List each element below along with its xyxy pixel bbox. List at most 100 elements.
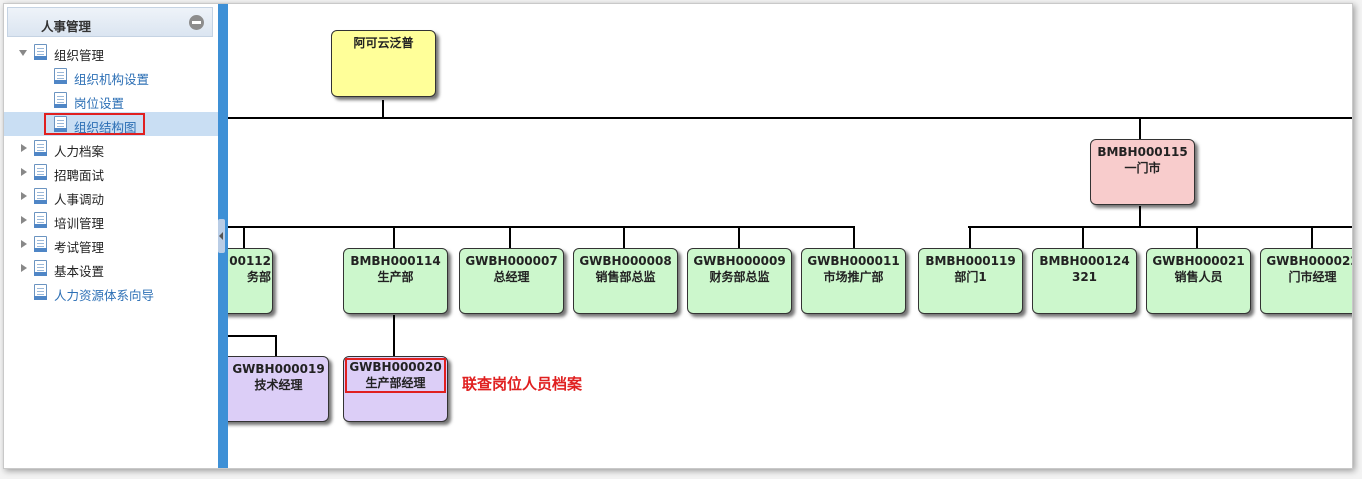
org-node-root[interactable]: 阿可云泛普 — [331, 30, 436, 97]
node-name: 销售人员 — [1174, 270, 1223, 284]
document-icon — [54, 116, 67, 132]
node-name: 阿可云泛普 — [353, 36, 414, 50]
connector-line — [275, 335, 277, 356]
org-node-position[interactable]: GWBH000009 财务部总监 — [687, 248, 792, 314]
chevron-right-icon[interactable] — [21, 144, 27, 152]
sidebar-item-label: 组织结构图 — [74, 120, 137, 135]
sidebar-item-label: 岗位设置 — [74, 96, 125, 111]
node-name: 321 — [1071, 270, 1098, 284]
sidebar-item-hr-files[interactable]: 人力档案 — [4, 136, 218, 160]
node-name: 财务部总监 — [709, 270, 770, 284]
connector-line — [228, 117, 1352, 119]
org-node-department[interactable]: BMBH000114 生产部 — [343, 248, 448, 314]
sidebar-item-label: 培训管理 — [54, 216, 105, 231]
node-name: 一门市 — [1124, 161, 1161, 175]
node-code: BMBH000124 — [1039, 254, 1130, 268]
node-name: 务部 — [246, 270, 271, 284]
sidebar-item-recruitment[interactable]: 招聘面试 — [4, 160, 218, 184]
org-node-branch[interactable]: BMBH000115 一门市 — [1090, 139, 1195, 205]
connector-line — [393, 226, 395, 248]
collapse-sidebar-handle[interactable] — [218, 219, 225, 253]
sidebar: 人事管理 组织管理 组织机构设置 岗位设置 组织结构图 — [4, 4, 218, 468]
chevron-down-icon[interactable] — [19, 50, 27, 56]
connector-line — [1139, 206, 1141, 228]
collapse-icon[interactable] — [189, 15, 204, 30]
connector-line — [382, 100, 384, 119]
node-name: 市场推广部 — [823, 270, 884, 284]
document-icon — [34, 164, 47, 180]
org-node-sub-position[interactable]: GWBH000019 技术经理 — [228, 356, 329, 422]
highlight-box — [345, 358, 446, 393]
sidebar-item-org-setup[interactable]: 组织机构设置 — [4, 64, 218, 88]
org-node-position[interactable]: GWBH000022 门市经理 — [1260, 248, 1353, 314]
sidebar-item-label: 人力档案 — [54, 144, 105, 159]
org-node-position[interactable]: GWBH000007 总经理 — [459, 248, 564, 314]
sidebar-item-transfer[interactable]: 人事调动 — [4, 184, 218, 208]
document-icon — [34, 188, 47, 204]
org-node-department[interactable]: BMBH000124 321 — [1032, 248, 1137, 314]
org-node-position[interactable]: GWBH000008 销售部总监 — [573, 248, 678, 314]
document-icon — [34, 284, 47, 300]
connector-line — [738, 226, 740, 248]
sidebar-item-org-chart[interactable]: 组织结构图 — [4, 112, 218, 136]
document-icon — [34, 236, 47, 252]
connector-line — [853, 226, 855, 248]
org-chart: 阿可云泛普 BMBH000115 一门市 00112 务部 BMBH000114… — [228, 4, 1353, 468]
node-name: 生产部 — [377, 270, 414, 284]
sidebar-item-hr-wizard[interactable]: 人力资源体系向导 — [4, 280, 218, 304]
node-name: 门市经理 — [1288, 270, 1337, 284]
connector-line — [243, 226, 245, 248]
sidebar-item-basic-settings[interactable]: 基本设置 — [4, 256, 218, 280]
document-icon — [54, 68, 67, 84]
chevron-right-icon[interactable] — [21, 264, 27, 272]
connector-line — [623, 226, 625, 248]
connector-line — [969, 226, 971, 248]
sidebar-title: 人事管理 — [41, 19, 92, 34]
chevron-right-icon[interactable] — [21, 216, 27, 224]
node-code: GWBH000009 — [693, 254, 786, 268]
sidebar-item-training[interactable]: 培训管理 — [4, 208, 218, 232]
sidebar-item-label: 组织机构设置 — [74, 72, 150, 87]
connector-line — [1139, 117, 1141, 141]
connector-line — [1311, 226, 1313, 248]
sidebar-header: 人事管理 — [7, 7, 213, 37]
node-code: GWBH000022 — [1266, 254, 1353, 268]
node-name: 总经理 — [493, 270, 530, 284]
connector-line — [509, 226, 511, 248]
connector-line — [393, 315, 395, 356]
node-code: BMBH000115 — [1097, 145, 1188, 159]
node-name: 销售部总监 — [595, 270, 656, 284]
org-node-position[interactable]: GWBH000011 市场推广部 — [801, 248, 906, 314]
node-name: 技术经理 — [254, 378, 303, 392]
sidebar-item-exam[interactable]: 考试管理 — [4, 232, 218, 256]
org-node-department[interactable]: 00112 务部 — [228, 248, 273, 314]
node-code: GWBH000007 — [465, 254, 558, 268]
chevron-right-icon[interactable] — [21, 168, 27, 176]
sidebar-item-org-management[interactable]: 组织管理 — [4, 40, 218, 64]
chevron-right-icon[interactable] — [21, 240, 27, 248]
node-code: 00112 — [229, 254, 271, 268]
sidebar-item-label: 基本设置 — [54, 264, 105, 279]
connector-line — [228, 335, 277, 337]
node-code: GWBH000019 — [232, 362, 325, 376]
connector-line — [1196, 226, 1198, 248]
connector-line — [228, 226, 855, 228]
org-node-department[interactable]: BMBH000119 部门1 — [918, 248, 1023, 314]
sidebar-item-label: 人力资源体系向导 — [54, 288, 155, 303]
node-code: BMBH000114 — [350, 254, 441, 268]
document-icon — [54, 92, 67, 108]
connector-line — [968, 226, 1352, 228]
org-node-sub-position[interactable]: GWBH000020 生产部经理 — [343, 356, 448, 422]
chevron-right-icon[interactable] — [21, 192, 27, 200]
node-code: BMBH000119 — [925, 254, 1016, 268]
node-code: GWBH000020 — [349, 360, 442, 374]
sidebar-item-position-setup[interactable]: 岗位设置 — [4, 88, 218, 112]
document-icon — [34, 212, 47, 228]
node-code: GWBH000011 — [807, 254, 900, 268]
sidebar-item-label: 组织管理 — [54, 48, 105, 63]
node-code: GWBH000008 — [579, 254, 672, 268]
org-node-position[interactable]: GWBH000021 销售人员 — [1146, 248, 1251, 314]
sidebar-item-label: 考试管理 — [54, 240, 105, 255]
annotation-text: 联查岗位人员档案 — [462, 375, 583, 393]
highlight-box — [44, 113, 145, 135]
